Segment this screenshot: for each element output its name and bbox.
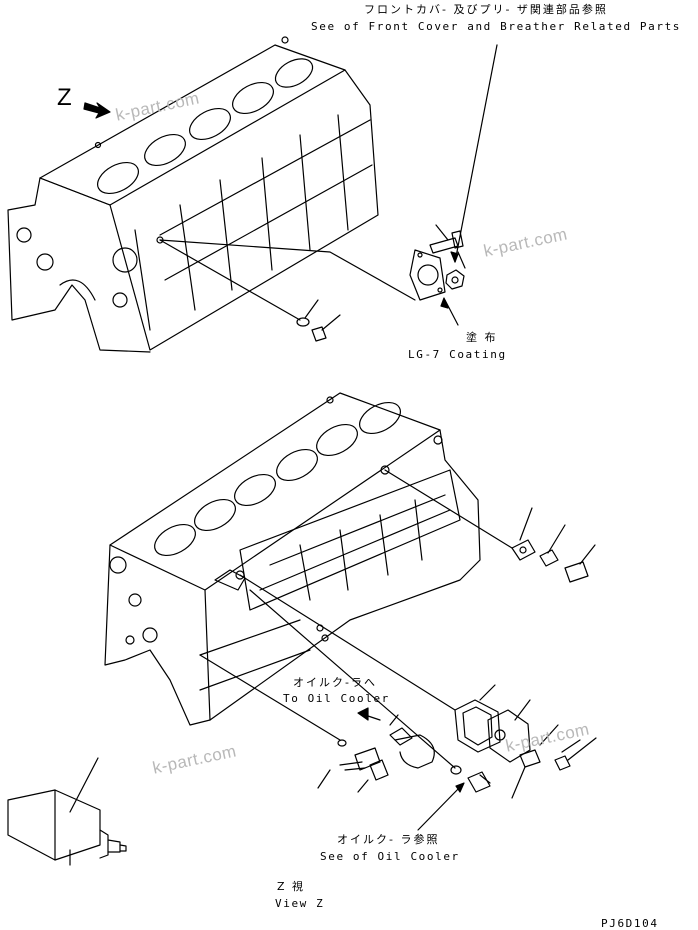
drawing-code: PJ6D104 (601, 917, 659, 930)
label-front-cover-jp: フロントカバ- 及びプリ- ザ関連部品参照 (364, 3, 608, 16)
oil-cooler-gasket (239, 574, 501, 753)
washer-plug (249, 589, 491, 793)
leader-coating (444, 299, 459, 326)
drain-tube (199, 654, 347, 747)
leader-front-cover (454, 44, 498, 263)
label-see-oil-cooler-en: See of Oil Cooler (320, 850, 460, 863)
oil-cooler-elbow (487, 699, 531, 763)
label-coating-jp: 塗 布 (466, 331, 498, 344)
label-view-z-en: View Z (275, 897, 325, 910)
label-to-oil-cooler-jp: オイルク-ラへ (293, 676, 377, 689)
engine-block-bottom (104, 392, 481, 726)
view-marker-z: Z (57, 84, 72, 111)
view-z-arrow (83, 102, 111, 119)
label-view-z-jp: Z 視 (277, 880, 306, 893)
bolt-right (564, 544, 596, 583)
label-front-cover-en: See of Front Cover and Breather Related … (311, 20, 682, 33)
nut-top (445, 251, 466, 290)
label-see-oil-cooler-jp: オイルク- ラ参照 (337, 833, 440, 846)
plug-bolt-top (159, 239, 341, 342)
oil-pressure-sensor (317, 714, 435, 793)
view-z-detail (7, 757, 127, 866)
label-to-oil-cooler-en: To Oil Cooler (283, 692, 390, 705)
breather-block (539, 524, 566, 567)
engine-block-top (7, 36, 379, 353)
label-coating-en: LG-7 Coating (408, 348, 507, 361)
leader-see-oil-cooler (417, 784, 463, 831)
elbow-bolts (511, 724, 597, 799)
front-cover-gasket (159, 239, 446, 301)
breather-gasket (384, 469, 536, 561)
